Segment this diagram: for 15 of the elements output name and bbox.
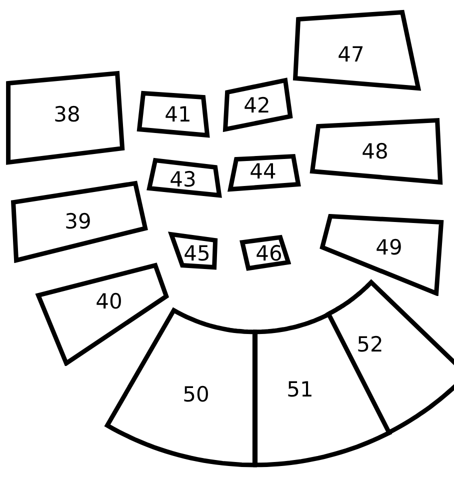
region-number: 44 bbox=[250, 162, 276, 182]
region-number: 49 bbox=[376, 238, 402, 258]
region-number: 40 bbox=[96, 292, 122, 312]
region-number: 39 bbox=[64, 212, 92, 232]
region-number: 41 bbox=[164, 104, 192, 126]
region-number: 52 bbox=[356, 334, 384, 356]
region-number: 50 bbox=[182, 384, 210, 406]
region-number: 43 bbox=[170, 170, 196, 190]
region-number: 47 bbox=[338, 44, 364, 66]
region-number: 42 bbox=[244, 96, 270, 116]
region-number: 46 bbox=[256, 244, 282, 264]
region-number: 51 bbox=[286, 379, 314, 400]
region-number: 45 bbox=[184, 244, 210, 264]
region-number: 48 bbox=[362, 142, 388, 162]
region-number: 38 bbox=[54, 104, 80, 126]
